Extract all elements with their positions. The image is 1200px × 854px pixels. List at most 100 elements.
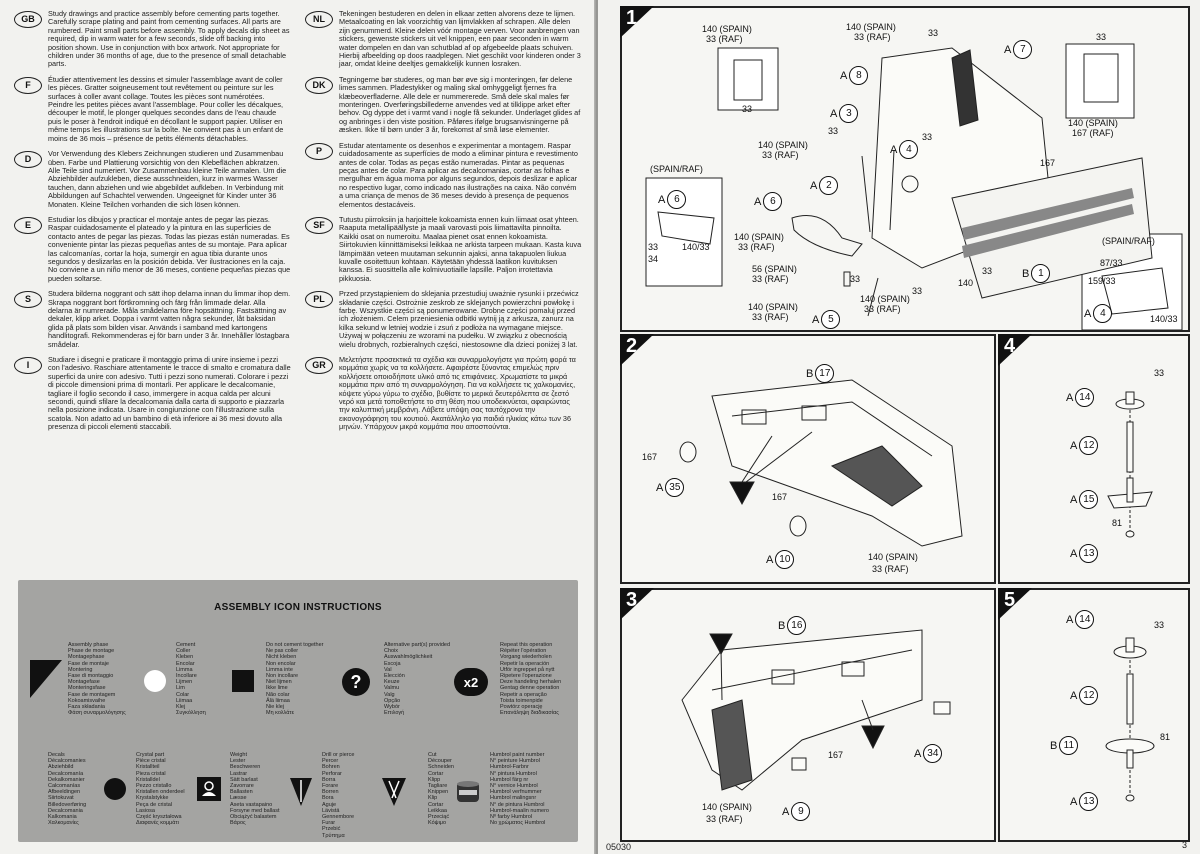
paint-label: 33 (RAF) — [872, 564, 909, 574]
paint-tin-icon — [457, 781, 479, 802]
legend-line: Cortar — [428, 770, 444, 777]
legend-line: Przeciąć — [428, 814, 450, 821]
legend-line: Kalkomania — [48, 814, 77, 821]
paint-label: 140 (SPAIN) — [702, 802, 752, 812]
legend-line: Montering — [68, 666, 93, 673]
step-number-text: 5 — [1004, 588, 1016, 611]
language-badge: DK — [305, 76, 333, 94]
instruction-text: Study drawings and practice assembly bef… — [48, 9, 290, 69]
paint-label: 33 — [912, 286, 923, 296]
paint-label: 33 — [850, 274, 861, 284]
legend-line: Assembly phase — [68, 642, 109, 648]
instruction-p: P Estudar atentamente os desenhos e exper… — [305, 140, 582, 209]
paint-label: 33 — [928, 28, 939, 38]
legend-line: Répéter l'opération — [500, 648, 547, 655]
legend-line: Non incollare — [266, 673, 299, 680]
paint-label: 140 (SPAIN) — [734, 232, 784, 242]
step-number-text: 2 — [626, 334, 638, 357]
legend-line: Fase de montaje — [68, 660, 109, 667]
paint-label: 34 — [648, 254, 659, 264]
legend-line: Lävistä — [322, 807, 340, 814]
legend-line: Borren — [322, 789, 339, 796]
paint-label: 81 — [1160, 732, 1171, 742]
legend-line: Humbrol malingsnr — [490, 795, 537, 802]
legend-line: Weight — [230, 752, 248, 758]
legend-line: Gennembore — [322, 814, 355, 821]
instruction-text: Przed przystąpieniem do sklejania przest… — [339, 289, 579, 349]
legend-line: Alternative part(s) provided — [384, 642, 451, 648]
legend-line: Zavorrare — [230, 783, 254, 790]
legend-line: Repeat this operation — [500, 642, 553, 648]
white-circle-icon — [144, 670, 166, 692]
legend-line: Διαφανές κομμάτι — [136, 820, 179, 827]
legend-line: Beschweren — [230, 764, 261, 771]
language-badge: P — [305, 142, 333, 160]
instruction-text: Estudar atentamente os desenhos e experi… — [339, 140, 578, 209]
legend-line: Perforar — [322, 770, 342, 777]
legend-line: Lasiosa — [136, 807, 155, 814]
paint-label: 33 (RAF) — [738, 242, 775, 252]
legend-line: Repetir a operação — [500, 691, 547, 698]
legend-line: Valmu — [384, 685, 400, 692]
legend-line: Humbrol verfnummer — [490, 789, 542, 796]
legend-line: Cortar — [428, 801, 444, 808]
legend-line: Klej — [176, 704, 186, 711]
catalogue-number: 05030 — [606, 842, 632, 852]
legend-line: Monteringsfase — [68, 685, 106, 692]
legend-line: Vorgang wiederholen — [500, 654, 552, 661]
legend-line: Do not cement together — [266, 642, 324, 648]
crystal-part-icon — [104, 778, 126, 800]
language-badge: I — [14, 357, 42, 375]
legend-line: Décalcomanies — [48, 758, 86, 765]
legend-line: Humbrol paint number — [490, 752, 545, 758]
legend-line: Kristallen onderdeel — [136, 789, 185, 796]
paint-label: 140 (SPAIN) — [758, 140, 808, 150]
legend-line: Lastrar — [230, 770, 248, 777]
variant-label: (SPAIN/RAF) — [1102, 236, 1155, 246]
paint-label: 33 (RAF) — [854, 32, 891, 42]
paint-label: 167 — [772, 492, 788, 502]
paint-label: 33 (RAF) — [762, 150, 799, 160]
language-badge: E — [14, 216, 42, 234]
page-gutter — [594, 0, 600, 854]
paint-label: 33 — [922, 132, 933, 142]
instruction-text: Tutustu piirroksiin ja harjoittele kokoa… — [339, 214, 582, 283]
legend-line: Toista toimenpide — [500, 697, 543, 704]
legend-line: Percer — [322, 758, 339, 765]
legend-line: Decalcomanía — [48, 770, 84, 777]
instruction-text: Studera bilderna noggrant och sätt ihop … — [48, 289, 291, 349]
legend-line: Elección — [384, 673, 405, 680]
paint-label: 167 — [1040, 158, 1056, 168]
paint-label: 81 — [1112, 518, 1123, 528]
legend-line: Montagefase — [68, 679, 100, 686]
legend-line: Furar — [322, 820, 336, 827]
legend-line: Utför ingreppet på nytt — [500, 666, 555, 673]
instruction-text: Tekeningen bestuderen en delen in elkaar… — [339, 9, 581, 69]
legend-line: Phase de montage — [68, 648, 115, 655]
paint-label: 140 (SPAIN) — [748, 302, 798, 312]
legend-line: Kristallteil — [136, 764, 160, 771]
repeat-x2-icon: x2 — [454, 668, 488, 696]
legend-line: Cut — [428, 752, 437, 758]
legend-line: Nicht kleben — [266, 654, 297, 661]
legend-line: Knippen — [428, 789, 449, 796]
legend-line: Επιλογή — [384, 710, 405, 717]
step-5-drawing — [1105, 637, 1155, 802]
step-2-drawing — [679, 379, 963, 547]
legend-line: Cement — [176, 642, 196, 648]
legend-line: Keuze — [384, 679, 400, 686]
legend-line: Schneiden — [428, 764, 454, 771]
legend-line: Limma inte — [266, 666, 293, 673]
legend-line: Nie klej — [266, 704, 285, 711]
